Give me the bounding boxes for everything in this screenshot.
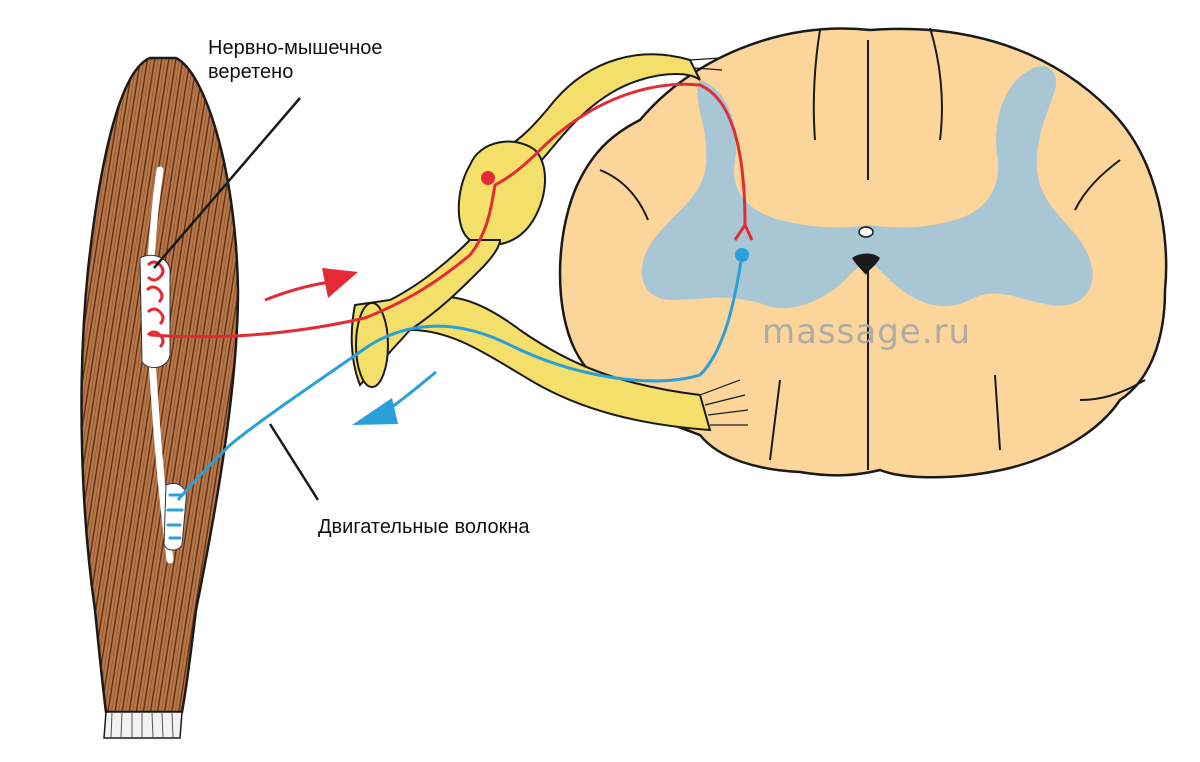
blue-arrow-left-icon	[352, 370, 437, 425]
tendon	[103, 711, 183, 739]
motor-fibers-label: Двигательные волокна	[318, 516, 530, 538]
grey-matter	[641, 66, 1093, 309]
spindle-label: Нервно-мышечное веретено	[208, 36, 382, 84]
spindle-leader-line	[153, 97, 301, 269]
spindle-label-line2: веретено	[208, 61, 294, 83]
motor-fibers-leader-line	[268, 423, 320, 501]
muscle-spindle	[139, 254, 171, 369]
muscle-belly	[80, 56, 240, 714]
anterior-fissure	[852, 253, 880, 275]
spindle-label-line1: Нервно-мышечное	[208, 37, 383, 59]
watermark: massage.ru	[762, 312, 972, 352]
motor-neuron-body	[735, 248, 749, 262]
motor-fiber	[176, 254, 744, 501]
sensory-neuron-body	[481, 171, 495, 185]
motor-end-plate	[163, 483, 187, 551]
central-canal	[858, 226, 874, 238]
spinal-cord	[558, 27, 1168, 479]
red-arrow-right-icon	[264, 268, 358, 302]
dorsal-root-ganglion	[457, 140, 546, 246]
muscle	[80, 56, 240, 739]
ventral-root	[409, 295, 712, 432]
sensory-fiber	[149, 82, 747, 339]
